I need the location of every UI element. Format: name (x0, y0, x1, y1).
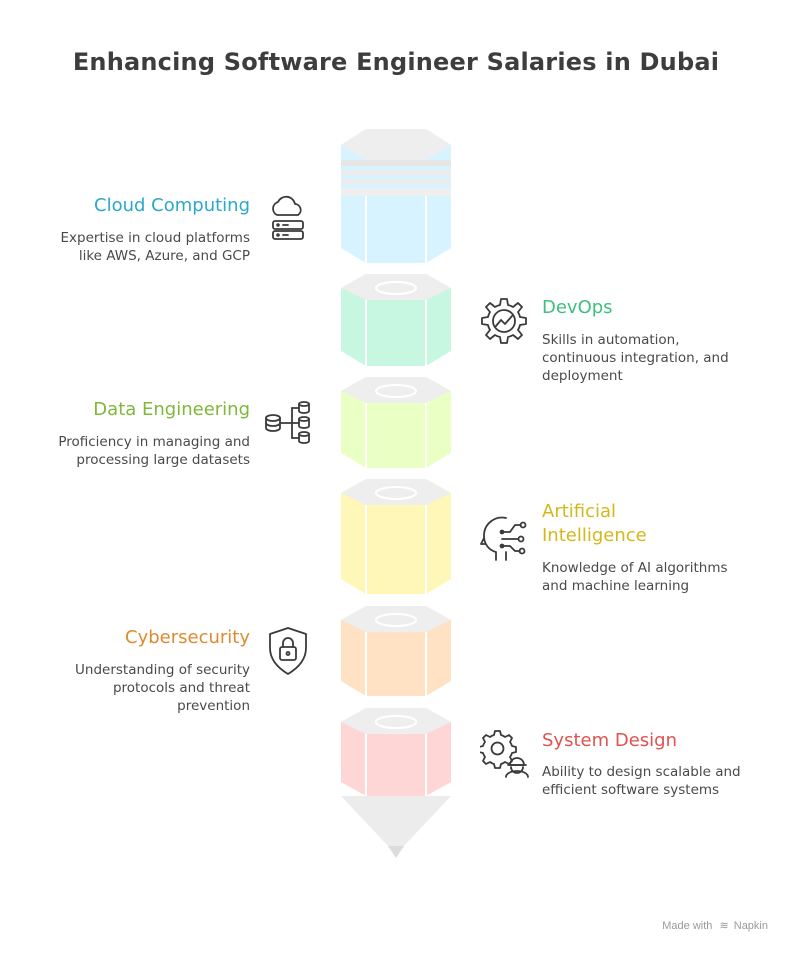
segment-artificial-intelligence (341, 479, 451, 594)
item-title-data-engineering: Data Engineering (93, 399, 250, 420)
segment-devops (341, 274, 451, 366)
gear-chart-icon (481, 298, 527, 344)
made-with-napkin-badge[interactable]: Made with ≋ Napkin (662, 919, 768, 932)
item-desc-data-engineering: Proficiency in managing and processing l… (58, 434, 250, 468)
segment-system-design (341, 708, 451, 796)
database-network-icon (265, 401, 310, 444)
item-desc-devops: Skills in automation, continuous integra… (542, 332, 729, 384)
item-title-system-design: System Design (542, 730, 677, 751)
item-desc-system-design: Ability to design scalable and efficient… (542, 764, 741, 798)
napkin-brand-label: Napkin (733, 920, 768, 932)
item-title-devops: DevOps (542, 297, 613, 318)
cloud-server-icon (272, 195, 304, 240)
page-title: Enhancing Software Engineer Salaries in … (72, 48, 720, 76)
segment-data-engineering (341, 377, 451, 468)
segment-cybersecurity (341, 606, 451, 696)
segment-cloud-computing (341, 129, 451, 263)
pencil-tip (341, 796, 451, 858)
item-title-cloud-computing: Cloud Computing (94, 195, 250, 216)
item-desc-cloud-computing: Expertise in cloud platforms like AWS, A… (60, 230, 250, 264)
made-with-label: Made with (662, 920, 713, 932)
gear-engineer-icon (480, 730, 529, 778)
item-desc-cybersecurity: Understanding of security protocols and … (75, 662, 250, 714)
napkin-logo-icon: ≋ (719, 920, 729, 932)
item-desc-artificial-intelligence: Knowledge of AI algorithms and machine l… (542, 560, 728, 594)
item-title-artificial-intelligence: Artificial Intelligence (542, 501, 647, 546)
item-title-cybersecurity: Cybersecurity (125, 627, 250, 648)
ai-head-icon (480, 516, 527, 561)
shield-lock-icon (269, 627, 307, 675)
